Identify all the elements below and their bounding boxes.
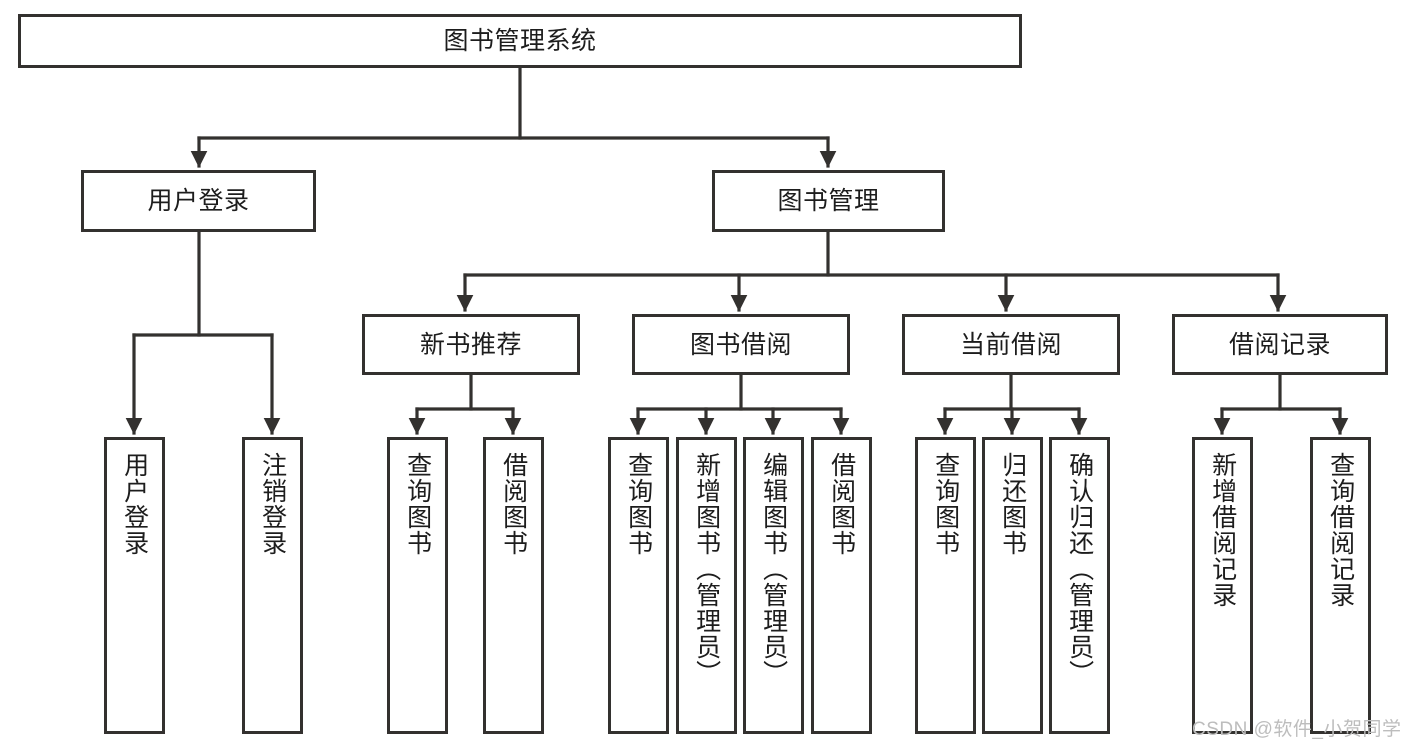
node-borrow-record[interactable]: 借阅记录 — [1172, 314, 1388, 375]
node-label: 新增图书（管理员） — [692, 452, 721, 686]
node-label: 查询图书 — [931, 452, 960, 556]
node-label: 查询图书 — [403, 452, 432, 556]
node-label: 新增借阅记录 — [1208, 452, 1237, 608]
node-label: 注销登录 — [258, 452, 287, 556]
leaf-return-book[interactable]: 归还图书 — [982, 437, 1043, 734]
node-label: 用户登录 — [147, 187, 250, 215]
leaf-query-book-borrow[interactable]: 查询图书 — [608, 437, 669, 734]
node-label: 借阅图书 — [499, 452, 528, 556]
leaf-confirm-return-admin[interactable]: 确认归还（管理员） — [1049, 437, 1110, 734]
node-label: 当前借阅 — [959, 330, 1062, 359]
node-label: 归还图书 — [998, 452, 1027, 556]
leaf-logout[interactable]: 注销登录 — [242, 437, 303, 734]
node-label: 新书推荐 — [419, 330, 522, 359]
node-label: 图书管理 — [777, 187, 880, 215]
node-label: 图书管理系统 — [443, 27, 597, 55]
node-user-login[interactable]: 用户登录 — [81, 170, 316, 232]
node-label: 图书借阅 — [689, 330, 792, 359]
node-new-book-recommend[interactable]: 新书推荐 — [362, 314, 580, 375]
leaf-edit-book-admin[interactable]: 编辑图书（管理员） — [743, 437, 804, 734]
node-label: 确认归还（管理员） — [1065, 452, 1094, 686]
node-label: 用户登录 — [120, 452, 149, 556]
node-label: 查询图书 — [624, 452, 653, 556]
node-label: 编辑图书（管理员） — [759, 452, 788, 686]
leaf-query-book-recommend[interactable]: 查询图书 — [387, 437, 448, 734]
node-current-borrow[interactable]: 当前借阅 — [902, 314, 1120, 375]
leaf-query-book-current[interactable]: 查询图书 — [915, 437, 976, 734]
node-label: 查询借阅记录 — [1326, 452, 1355, 608]
leaf-query-borrow-record[interactable]: 查询借阅记录 — [1310, 437, 1371, 734]
leaf-borrow-book-recommend[interactable]: 借阅图书 — [483, 437, 544, 734]
leaf-add-borrow-record[interactable]: 新增借阅记录 — [1192, 437, 1253, 734]
node-book-borrow[interactable]: 图书借阅 — [632, 314, 850, 375]
leaf-user-login[interactable]: 用户登录 — [104, 437, 165, 734]
node-label: 借阅记录 — [1228, 330, 1331, 359]
node-book-management[interactable]: 图书管理 — [712, 170, 945, 232]
leaf-borrow-book[interactable]: 借阅图书 — [811, 437, 872, 734]
node-label: 借阅图书 — [827, 452, 856, 556]
watermark-text: CSDN @软件_小贺同学 — [1192, 719, 1402, 740]
node-root-system[interactable]: 图书管理系统 — [18, 14, 1022, 68]
leaf-add-book-admin[interactable]: 新增图书（管理员） — [676, 437, 737, 734]
